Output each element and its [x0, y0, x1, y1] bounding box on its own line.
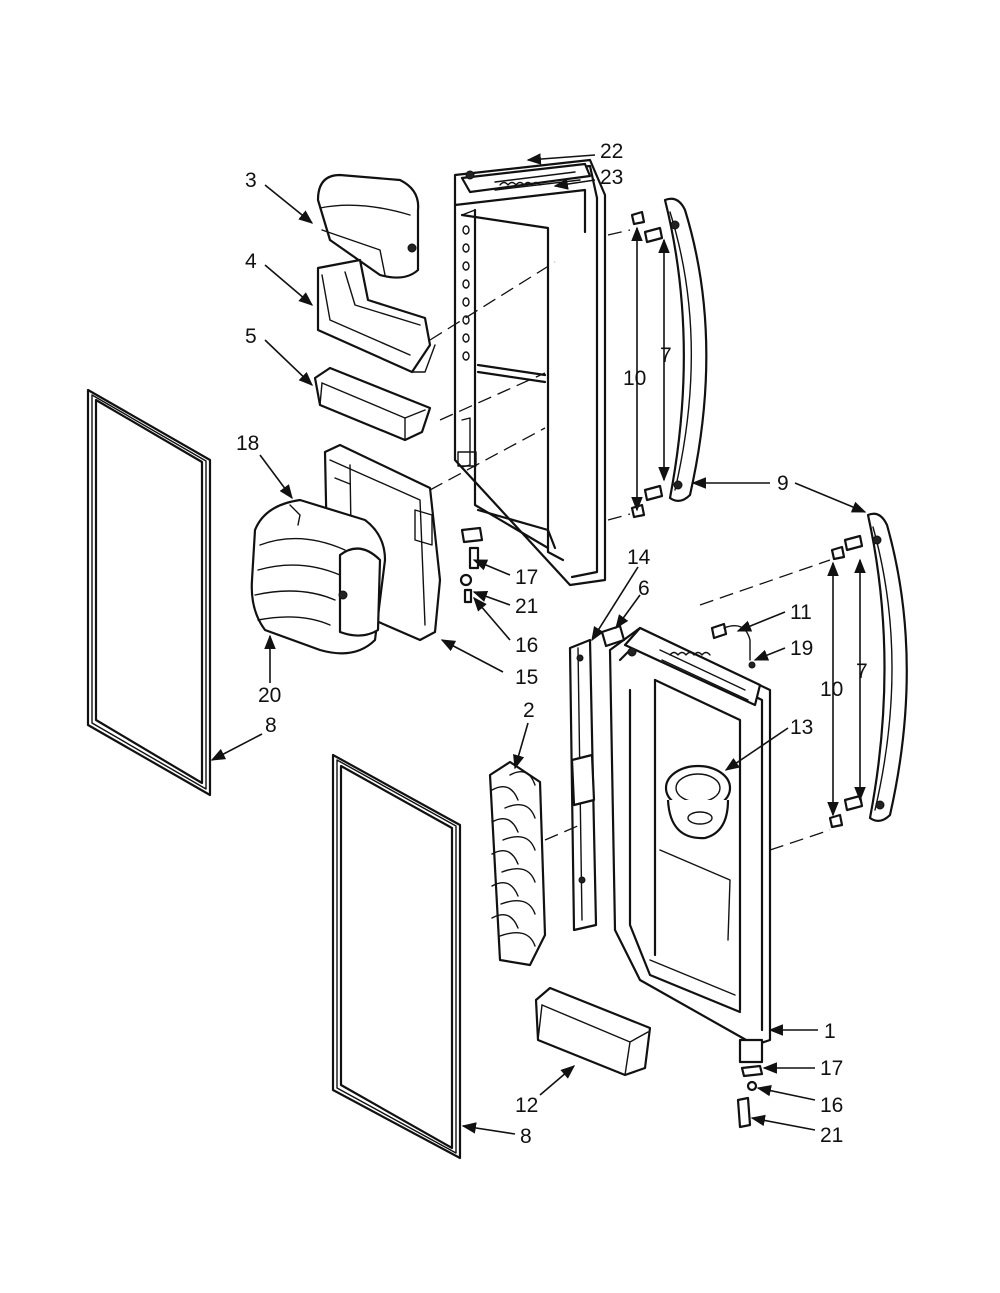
callout-14: 14 — [627, 546, 651, 569]
callout-7-upper: 7 — [660, 344, 672, 367]
callout-12: 12 — [515, 1094, 538, 1117]
callout-6: 6 — [638, 577, 650, 600]
callout-21-lower: 21 — [820, 1124, 843, 1147]
callout-22: 22 — [600, 140, 623, 163]
callout-11: 11 — [790, 601, 812, 624]
egg-tray-part-2 — [488, 760, 581, 967]
funnel-part-13 — [664, 764, 732, 840]
callout-9: 9 — [777, 472, 789, 495]
lower-door-liner — [608, 626, 772, 1129]
mullion-part-14 — [568, 638, 598, 932]
callout-18: 18 — [236, 432, 259, 455]
upper-hinge-pin — [459, 526, 484, 604]
callout-numbers: 22 23 3 4 5 10 7 18 9 17 21 16 15 14 6 1… — [236, 140, 868, 1148]
callout-17-lower: 17 — [820, 1057, 843, 1080]
callout-10-lower: 10 — [820, 678, 843, 701]
callout-16-upper: 16 — [515, 634, 538, 657]
callout-7-lower: 7 — [856, 660, 868, 683]
upper-door-liner — [429, 158, 607, 604]
bin-part-4 — [316, 258, 436, 374]
handle-upper — [607, 197, 708, 521]
wire-part-11 — [710, 622, 756, 669]
callout-20: 20 — [258, 684, 281, 707]
callout-10-upper: 10 — [623, 367, 646, 390]
callout-8-lower: 8 — [520, 1125, 532, 1148]
callout-2: 2 — [523, 699, 535, 722]
callout-leaders — [210, 153, 867, 1135]
callout-19: 19 — [790, 637, 813, 660]
callout-13: 13 — [790, 716, 813, 739]
bin-cover-part-3 — [316, 173, 420, 279]
callout-3: 3 — [245, 169, 257, 192]
callout-17-upper: 17 — [515, 566, 538, 589]
bin-part-12 — [534, 986, 652, 1077]
gasket-left — [86, 388, 212, 797]
callout-21-upper: 21 — [515, 595, 538, 618]
handle-lower — [699, 512, 908, 851]
ice-bucket-part-18 — [250, 498, 387, 655]
control-panel-lower — [623, 626, 762, 707]
callout-4: 4 — [245, 250, 257, 273]
callout-5: 5 — [245, 325, 257, 348]
bin-part-5 — [313, 366, 432, 442]
callout-1: 1 — [824, 1020, 836, 1043]
hinge-holes — [462, 225, 470, 361]
callout-15: 15 — [515, 666, 538, 689]
callout-23: 23 — [600, 166, 623, 189]
callout-8-upper: 8 — [265, 714, 277, 737]
callout-16-lower: 16 — [820, 1094, 843, 1117]
gasket-lower — [331, 753, 462, 1160]
